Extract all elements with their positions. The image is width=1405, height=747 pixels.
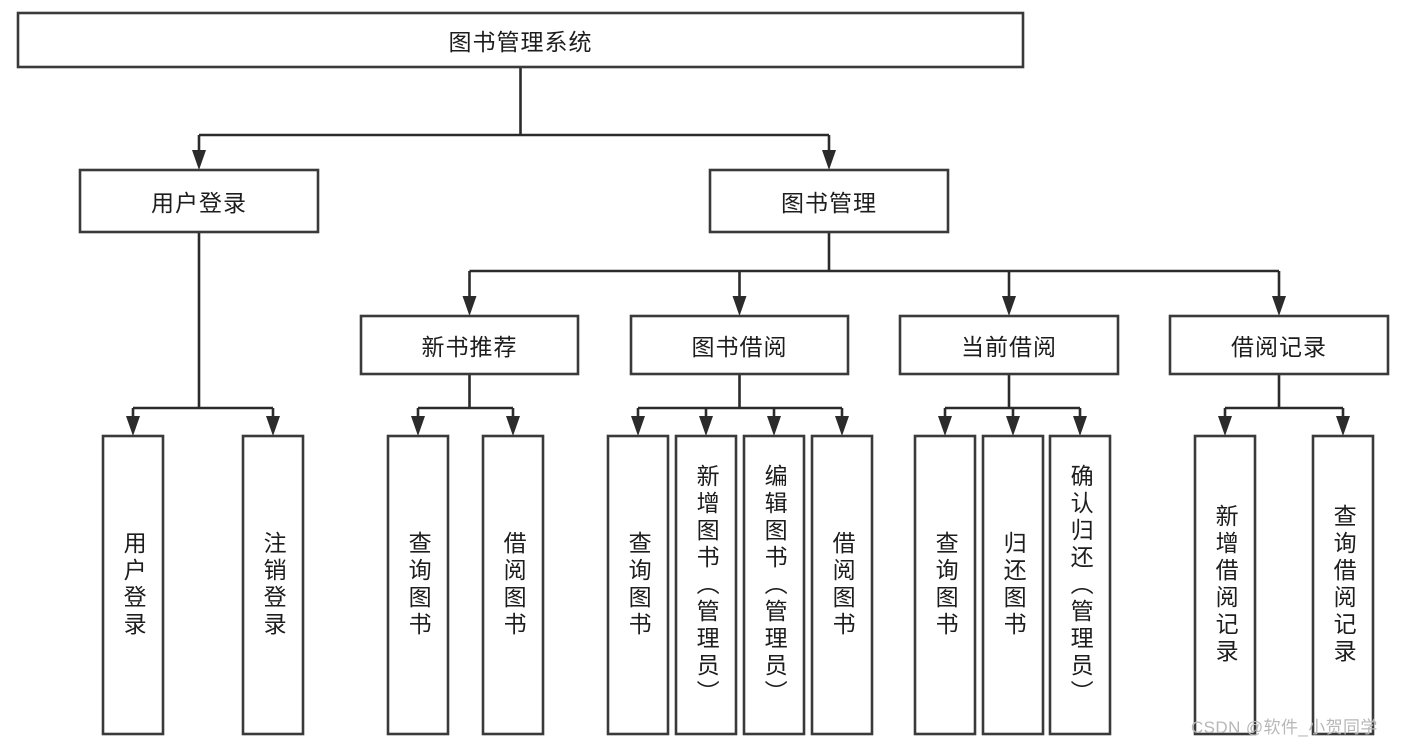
arrow-level3-3 <box>1272 296 1286 316</box>
node-box-l2-1[interactable] <box>708 168 950 234</box>
arrow-leaf-7 <box>835 416 849 436</box>
node-box-leaf-12[interactable] <box>1311 434 1375 736</box>
node-box-leaf-8[interactable] <box>913 434 977 736</box>
node-box-leaf-3[interactable] <box>481 434 545 736</box>
arrow-level3-0 <box>462 296 477 316</box>
node-box-l3-3[interactable] <box>1168 314 1390 376</box>
arrow-leaf-2 <box>411 416 425 436</box>
arrow-level3-2 <box>1002 296 1016 316</box>
node-box-leaf-9[interactable] <box>981 434 1045 736</box>
node-box-layer <box>16 11 1390 736</box>
node-box-leaf-7[interactable] <box>810 434 874 736</box>
arrow-leaf-8 <box>938 416 952 436</box>
node-box-leaf-2[interactable] <box>386 434 450 736</box>
node-box-leaf-0[interactable] <box>101 434 165 736</box>
connector-layer <box>126 67 1350 436</box>
arrow-leaf-3 <box>506 416 520 436</box>
arrow-leaf-9 <box>1006 416 1020 436</box>
node-box-leaf-5[interactable] <box>674 434 738 736</box>
node-box-l3-0[interactable] <box>359 314 580 376</box>
node-box-leaf-4[interactable] <box>606 434 670 736</box>
node-box-leaf-6[interactable] <box>742 434 806 736</box>
arrow-leaf-10 <box>1073 416 1087 436</box>
arrow-level2-0 <box>192 150 206 170</box>
watermark-text: CSDN @软件_小贺同学 <box>1191 718 1378 737</box>
arrow-leaf-11 <box>1218 416 1232 436</box>
node-box-root-0[interactable] <box>16 11 1025 69</box>
node-box-l3-2[interactable] <box>898 314 1120 376</box>
node-box-leaf-10[interactable] <box>1048 434 1112 736</box>
arrow-leaf-5 <box>699 416 713 436</box>
arrow-level2-1 <box>822 150 836 170</box>
node-box-l2-0[interactable] <box>78 168 320 234</box>
arrow-leaf-1 <box>266 416 280 436</box>
node-box-leaf-1[interactable] <box>241 434 305 736</box>
arrow-leaf-12 <box>1336 416 1350 436</box>
node-box-leaf-11[interactable] <box>1193 434 1257 736</box>
node-box-l3-1[interactable] <box>629 314 850 376</box>
arrow-leaf-0 <box>126 416 140 436</box>
arrow-level3-1 <box>732 296 747 316</box>
arrow-leaf-4 <box>631 416 645 436</box>
arrow-leaf-6 <box>767 416 781 436</box>
